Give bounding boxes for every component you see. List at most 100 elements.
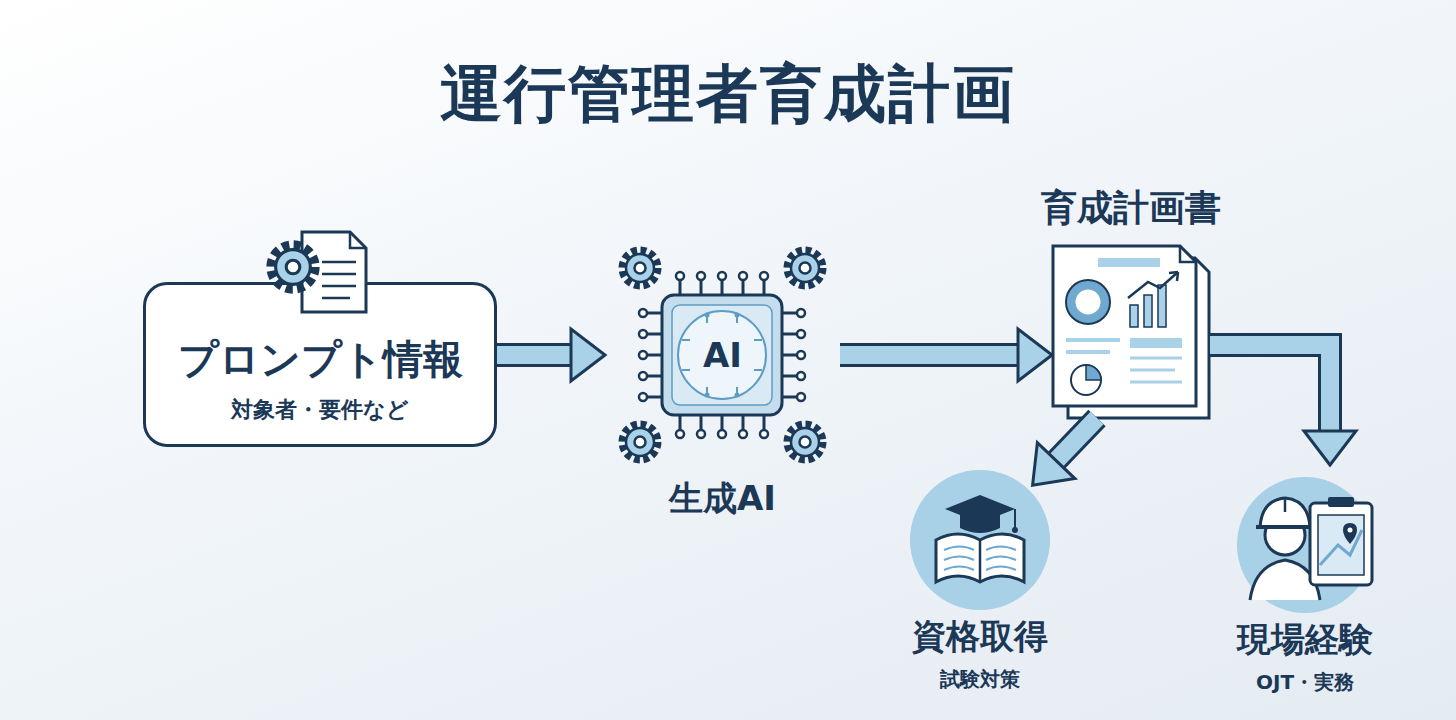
book-icon	[910, 470, 1050, 610]
worker-icon-part	[1260, 498, 1310, 527]
chip-pins-part	[797, 351, 805, 359]
document-icon-part	[1098, 258, 1160, 267]
diagram-title: 運行管理者育成計画	[440, 52, 1016, 136]
document-icon-part	[1158, 285, 1166, 327]
worker-icon	[1237, 477, 1373, 613]
goal-circle: 現場経験OJT・実務	[1237, 477, 1373, 613]
chip-body-part	[662, 295, 782, 415]
prompt-icon-part	[322, 262, 356, 298]
worker-icon-part	[1284, 498, 1287, 512]
chip-gears-part	[788, 251, 822, 285]
chip-gears	[623, 251, 822, 459]
document-icon-part	[1130, 358, 1182, 382]
worker-icon-part	[1310, 503, 1372, 585]
flow-arrow	[497, 329, 605, 381]
arrow-outline	[840, 343, 1022, 367]
ai-chip: AI生成AI	[605, 240, 840, 470]
document-icon-part	[1180, 246, 1196, 262]
arrow-shaft	[840, 346, 1022, 364]
arrow-outline	[1210, 345, 1330, 435]
prompt-icon-part	[350, 232, 366, 248]
prompt-icon	[272, 232, 366, 312]
arrow-head	[1018, 329, 1052, 381]
chip-pins-part	[639, 351, 647, 359]
chip-pins-part	[797, 393, 805, 401]
arrow-outline	[497, 343, 575, 367]
chip-body-part	[735, 313, 740, 318]
arrow-head	[571, 329, 605, 381]
arrow-shaft	[1210, 345, 1330, 435]
document-node: 育成計画書	[1052, 245, 1210, 418]
chip-pins-part	[797, 372, 805, 380]
chip-label: AI	[703, 335, 742, 375]
chip-pins-part	[697, 430, 705, 438]
flow-arrow	[1210, 345, 1356, 465]
chip-body-part	[705, 313, 710, 318]
book-icon-part	[979, 540, 982, 582]
node-caption: 現場経験OJT・実務	[1237, 617, 1373, 696]
document-icon-part	[1053, 246, 1196, 406]
node-heading: 資格取得	[912, 614, 1048, 660]
worker-icon-part	[1328, 497, 1354, 507]
document-icon-part	[1066, 340, 1120, 352]
arrow-head	[1304, 431, 1356, 465]
worker-icon-part	[1237, 477, 1373, 613]
arrow-shaft	[497, 346, 575, 364]
flow-arrow	[1033, 418, 1097, 485]
chip-body-part	[672, 305, 772, 405]
node-detail: OJT・実務	[1256, 669, 1354, 696]
book-icon-part	[1014, 509, 1016, 528]
node-heading: プロンプト情報	[178, 332, 463, 387]
document-icon-part	[1071, 285, 1105, 319]
chip-caption: 生成AI	[669, 476, 776, 522]
chip-pins	[639, 272, 805, 438]
book-icon-part	[960, 515, 1000, 533]
chip-pins-part	[760, 430, 768, 438]
document-icon-part	[1169, 272, 1178, 281]
chip-gears-part	[623, 251, 657, 285]
arrow-outline	[1053, 418, 1097, 463]
chip-pins-part	[797, 330, 805, 338]
goal-circle: 資格取得試験対策	[910, 470, 1050, 610]
worker-icon-part	[1318, 515, 1364, 575]
chip-body-part	[705, 393, 710, 398]
worker-icon-part	[1348, 528, 1353, 533]
document-icon-part	[1130, 305, 1138, 327]
document-icon-part	[1071, 365, 1101, 395]
input-box: プロンプト情報対象者・要件など	[143, 282, 497, 447]
chip-gears-part	[788, 425, 822, 459]
book-icon-part	[1012, 527, 1018, 533]
chip-pins-part	[739, 272, 747, 280]
node-caption: 育成計画書	[1041, 184, 1221, 233]
chip-pins-part	[697, 272, 705, 280]
chip-pins-part	[676, 430, 684, 438]
arrow-head	[1033, 443, 1075, 486]
chip-pins-part	[639, 372, 647, 380]
chip-pins-part	[639, 309, 647, 317]
document-icon-part	[1130, 338, 1182, 348]
book-icon-part	[910, 470, 1050, 610]
document-icon-part	[1128, 272, 1178, 298]
chip-body-part	[682, 315, 762, 395]
chip-pins-part	[760, 272, 768, 280]
book-icon-part	[944, 547, 1016, 571]
worker-icon-part	[1343, 523, 1357, 544]
chip-pins-part	[797, 309, 805, 317]
document-icon-part	[1086, 365, 1101, 380]
chip-gears-part	[623, 425, 657, 459]
node-detail: 生成AI	[669, 476, 776, 522]
chip-pins-part	[739, 430, 747, 438]
chip-pins-part	[639, 330, 647, 338]
document-icon-part	[1066, 280, 1110, 324]
title-area: 運行管理者育成計画	[0, 52, 1456, 136]
worker-icon-part	[1256, 525, 1314, 529]
prompt-icon-part	[272, 246, 314, 288]
chip-body-part	[678, 311, 766, 399]
arrow-shaft	[1053, 418, 1097, 463]
document-icon-part	[1144, 295, 1152, 327]
flow-arrow	[840, 329, 1052, 381]
prompt-icon-part	[302, 232, 366, 312]
chip-pins-part	[639, 393, 647, 401]
node-caption: 資格取得試験対策	[912, 614, 1048, 693]
